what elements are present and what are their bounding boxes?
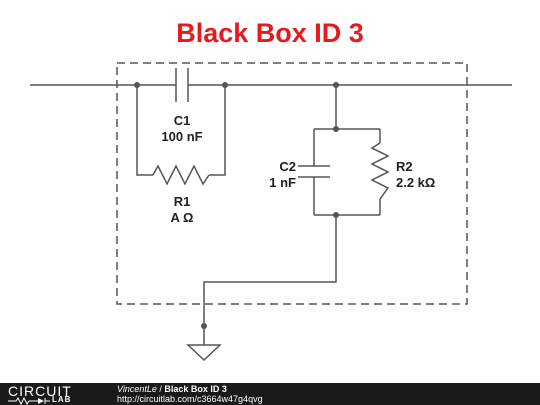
logo-wordmark-top: CIRCUIT (8, 383, 72, 399)
c2-name: C2 (279, 159, 296, 174)
circuit-logo-icon (8, 397, 50, 405)
r2-label: R2 2.2 kΩ (396, 159, 456, 191)
black-box-outline (116, 62, 468, 305)
junction-dot (222, 82, 228, 88)
junction-dot (333, 82, 339, 88)
r2-value: 2.2 kΩ (396, 175, 436, 190)
project-name: Black Box ID 3 (164, 384, 227, 394)
junction-dot (333, 212, 339, 218)
junction-dot (134, 82, 140, 88)
junction-dot (333, 126, 339, 132)
credit-line: VincentLe / Black Box ID 3 (117, 384, 227, 394)
c2-label: C2 1 nF (248, 159, 296, 191)
r1-branch-wire (136, 85, 153, 176)
r1-label: R1 A Ω (150, 194, 214, 226)
r1-value: A Ω (170, 210, 194, 225)
author-link[interactable]: VincentLe (117, 384, 157, 394)
credit-separator: / (156, 384, 165, 394)
diagram-title: Black Box ID 3 (176, 18, 364, 48)
r2-resistor-symbol (370, 142, 390, 200)
r1-name: R1 (173, 194, 191, 209)
ground-icon (186, 344, 222, 362)
r2-name: R2 (396, 159, 413, 174)
c1-label: C1 100 nF (150, 113, 214, 145)
project-url[interactable]: http://circuitlab.com/c3664w47g4qvg (117, 394, 263, 404)
junction-dot (201, 323, 207, 329)
logo-wordmark-bottom: LAB (52, 395, 72, 404)
ground-wire (203, 215, 337, 345)
c1-value: 100 nF (161, 129, 203, 144)
r1-resistor-symbol (152, 164, 210, 186)
c2-capacitor-symbol (298, 165, 330, 178)
footer-bar: CIRCUIT LAB VincentLe / Black Box ID 3 h… (0, 383, 540, 405)
c1-capacitor-symbol (175, 68, 189, 102)
c2-value: 1 nF (269, 175, 296, 190)
c1-name: C1 (173, 113, 191, 128)
r1-branch-wire-right (209, 85, 226, 176)
